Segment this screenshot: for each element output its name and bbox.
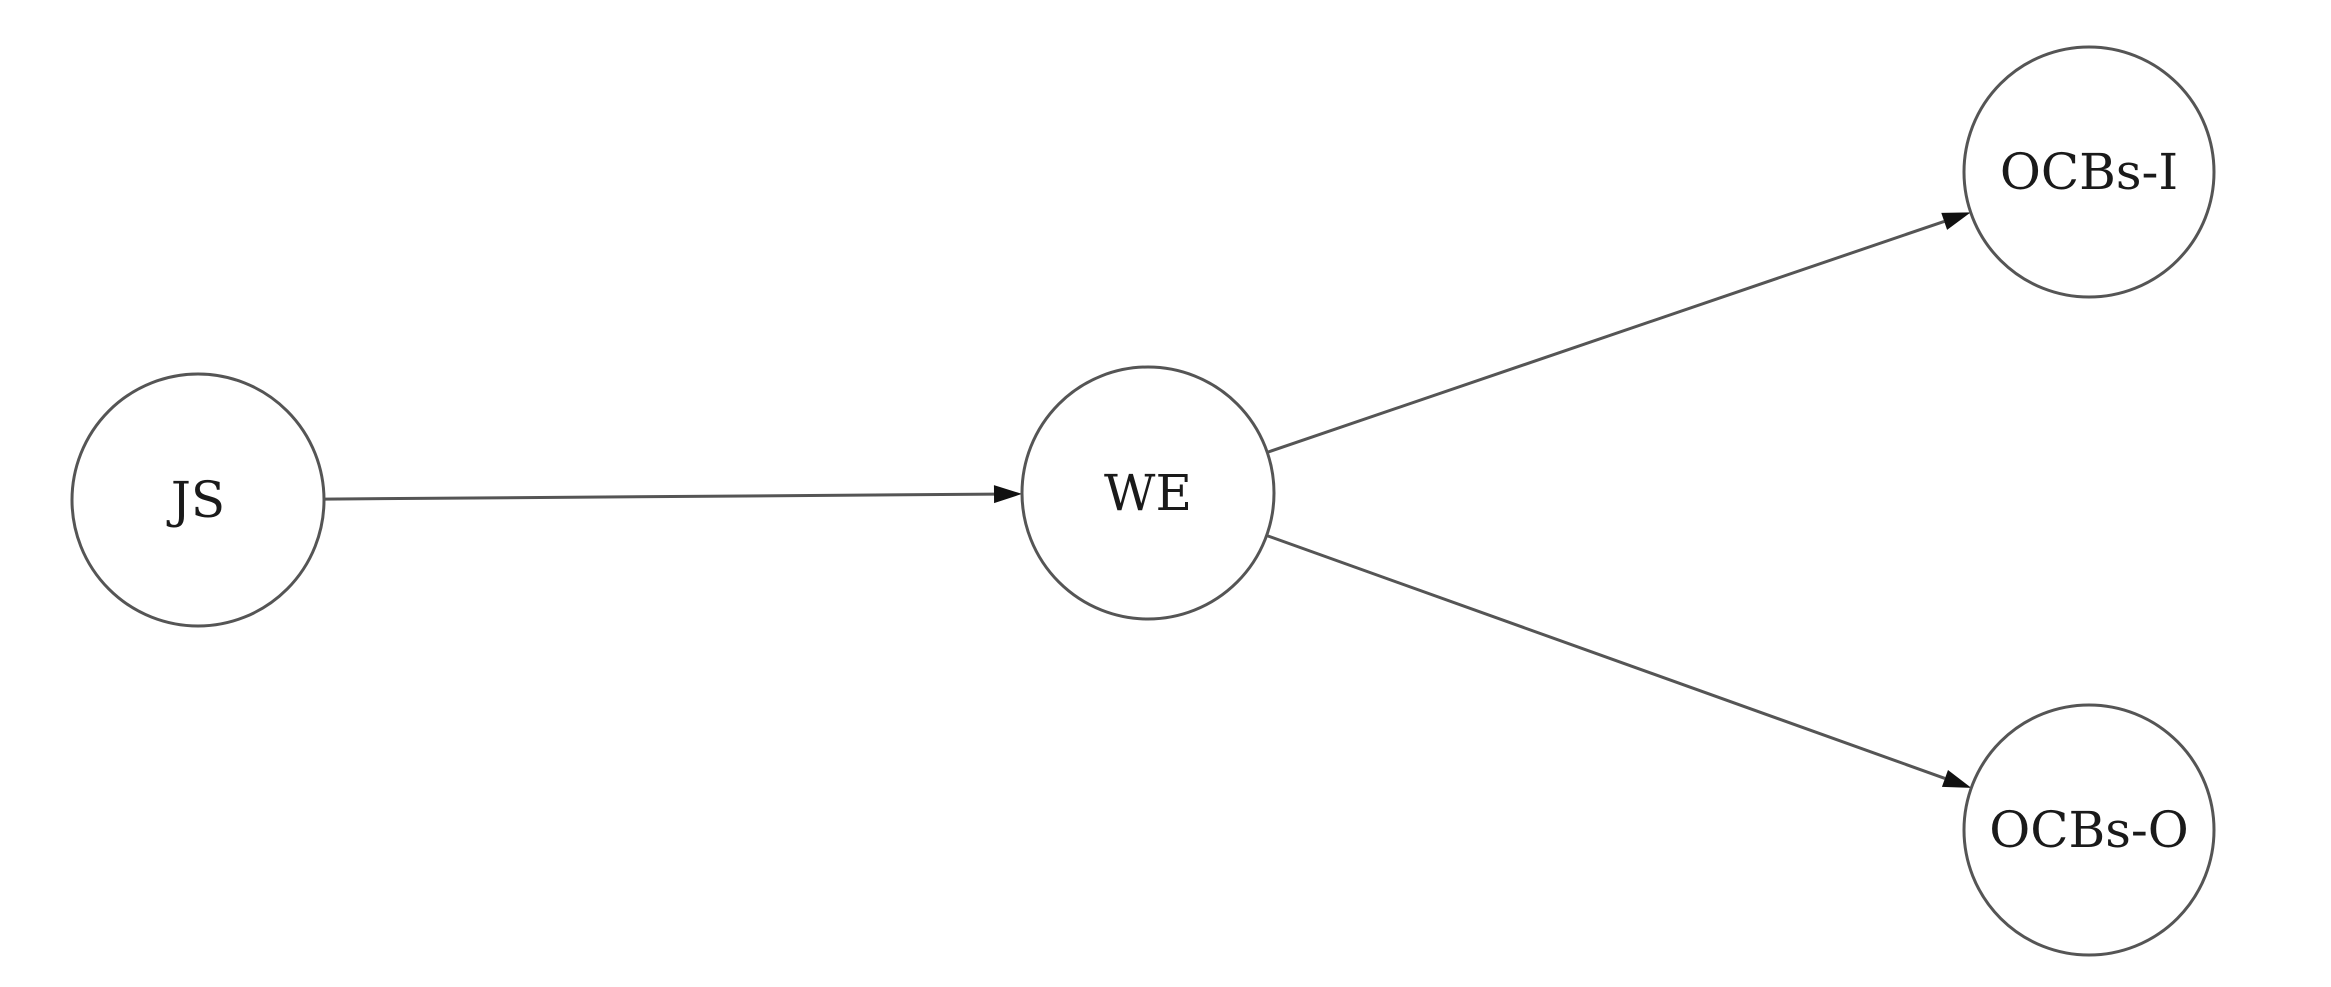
arrowhead-we-to-ocbs_o: [1941, 769, 1972, 788]
node-label-ocbs_o: OCBs-O: [1989, 801, 2189, 859]
arrowhead-we-to-ocbs_i: [1941, 212, 1971, 230]
edge-we-to-ocbs_i: [1266, 219, 1945, 454]
node-label-we: WE: [1104, 464, 1192, 522]
edge-we-to-ocbs_o: [1266, 534, 1946, 780]
arrowhead-js-to-we: [993, 485, 1023, 504]
node-circle-ocbs_o: [1962, 703, 2216, 957]
nodes-layer: JS WE OCBs-I OCBs-O: [70, 45, 2216, 957]
edge-js-to-we: [323, 492, 995, 501]
node-circle-ocbs_i: [1962, 45, 2216, 299]
node-label-js: JS: [166, 471, 225, 529]
node-ocbs_i: OCBs-I: [1962, 45, 2216, 299]
node-circle-js: [70, 372, 326, 628]
node-label-ocbs_i: OCBs-I: [2000, 143, 2178, 201]
node-circle-we: [1020, 365, 1276, 621]
node-js: JS: [70, 372, 326, 628]
edges-layer: [323, 212, 1972, 788]
node-we: WE: [1020, 365, 1276, 621]
node-ocbs_o: OCBs-O: [1962, 703, 2216, 957]
